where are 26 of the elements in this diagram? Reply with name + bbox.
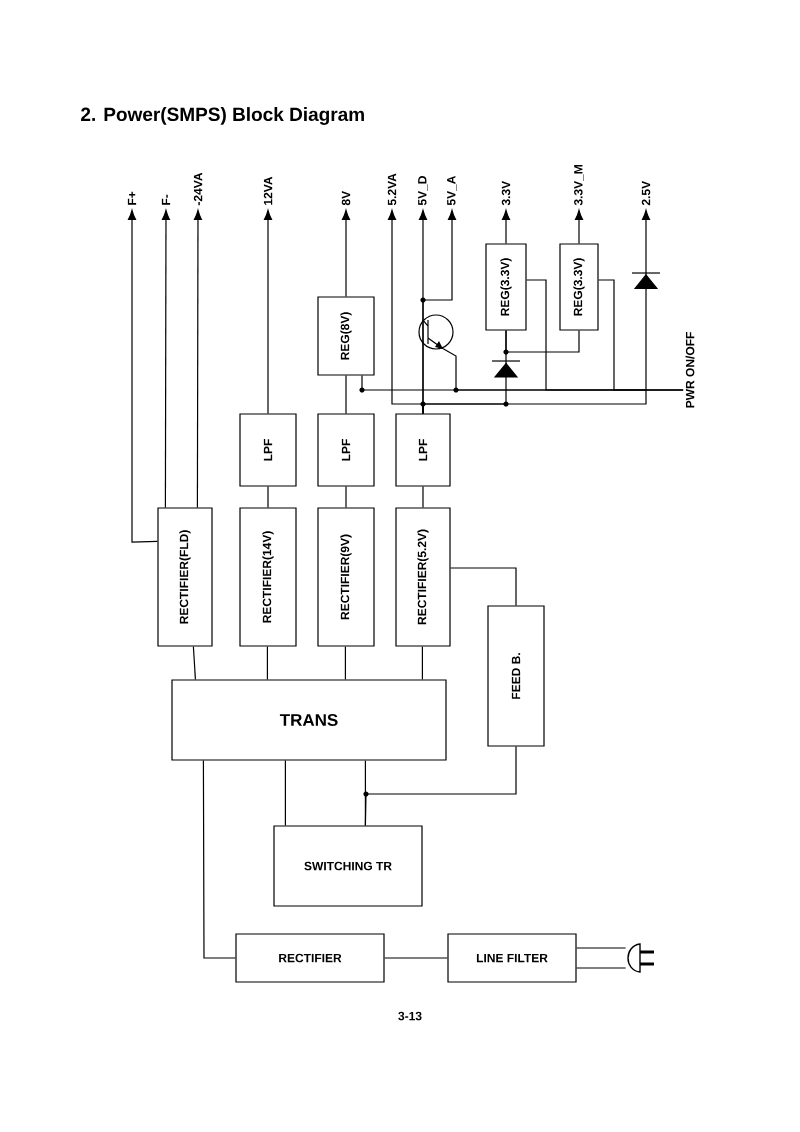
transformer-box: TRANS [171,679,447,761]
connector-line [422,486,424,509]
connector-line [576,947,627,969]
arrow [263,209,273,414]
arrow [193,209,203,509]
connector-line [345,375,347,414]
connector-line [284,760,286,826]
connector-line [192,646,196,680]
plug-symbol [627,943,656,973]
connector-line [450,567,517,606]
title: 2. Power(SMPS) Block Diagram [81,107,364,125]
connector-line [384,957,448,959]
connector-line [345,486,347,509]
connector-line [364,760,366,826]
arrow [127,209,158,543]
connector-line [267,486,269,509]
arrow [501,209,511,244]
connector-line [266,646,268,680]
arrow [574,209,584,244]
connector-line [421,646,423,680]
connector-line [344,646,346,680]
arrow [161,209,171,509]
connector-line [505,330,580,353]
connector-line [202,760,236,959]
arrow [341,209,351,297]
connector-line [598,279,684,391]
